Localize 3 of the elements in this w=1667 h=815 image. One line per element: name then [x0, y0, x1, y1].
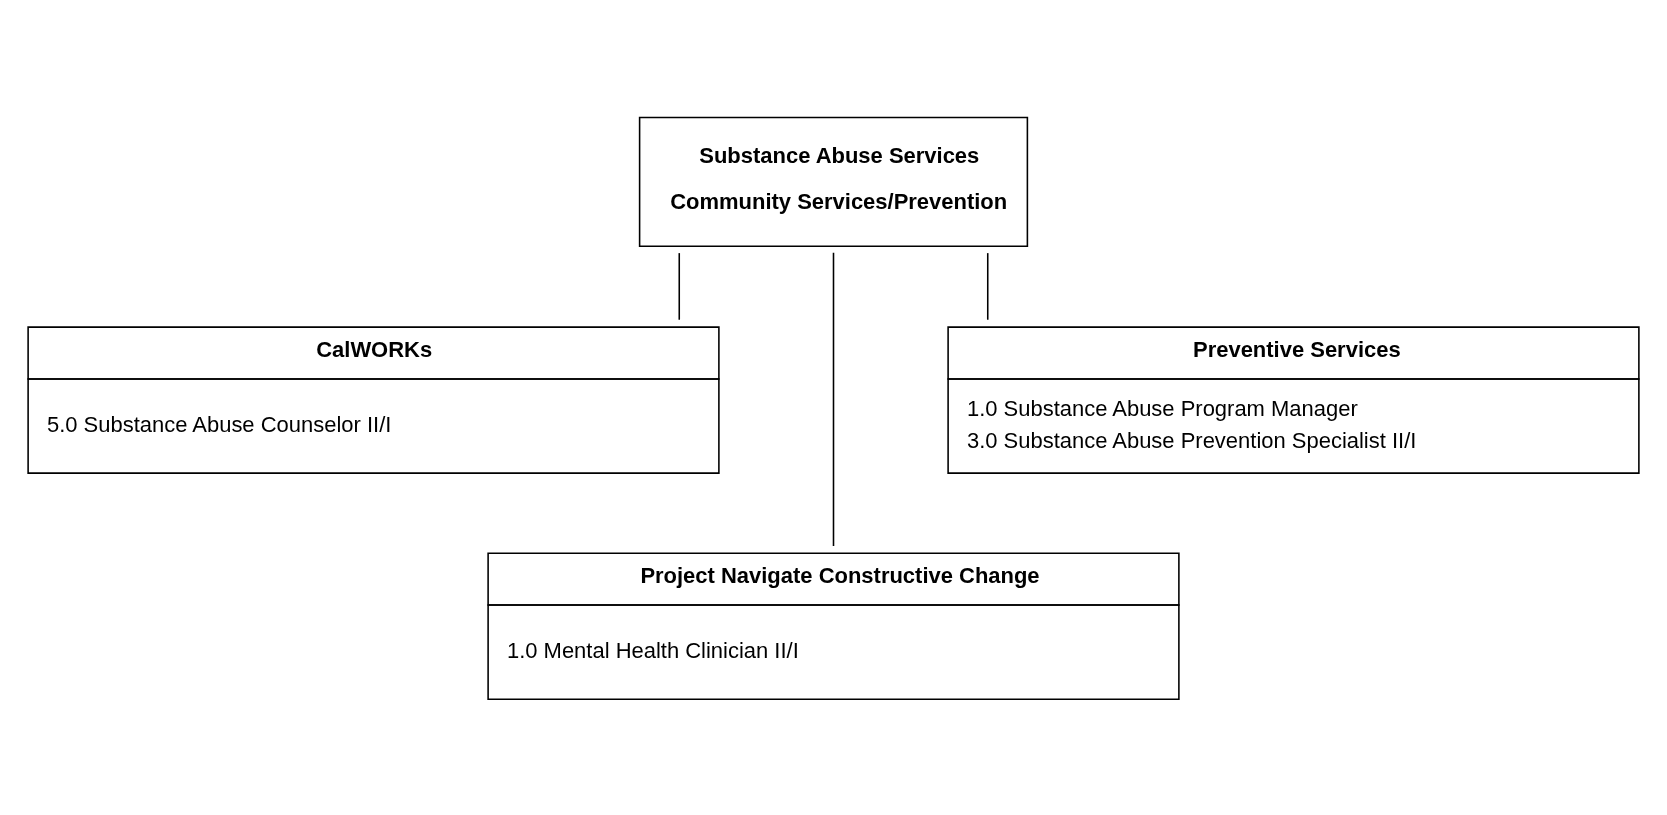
connector [832, 251, 835, 547]
connector [986, 251, 989, 321]
connector [678, 251, 681, 321]
